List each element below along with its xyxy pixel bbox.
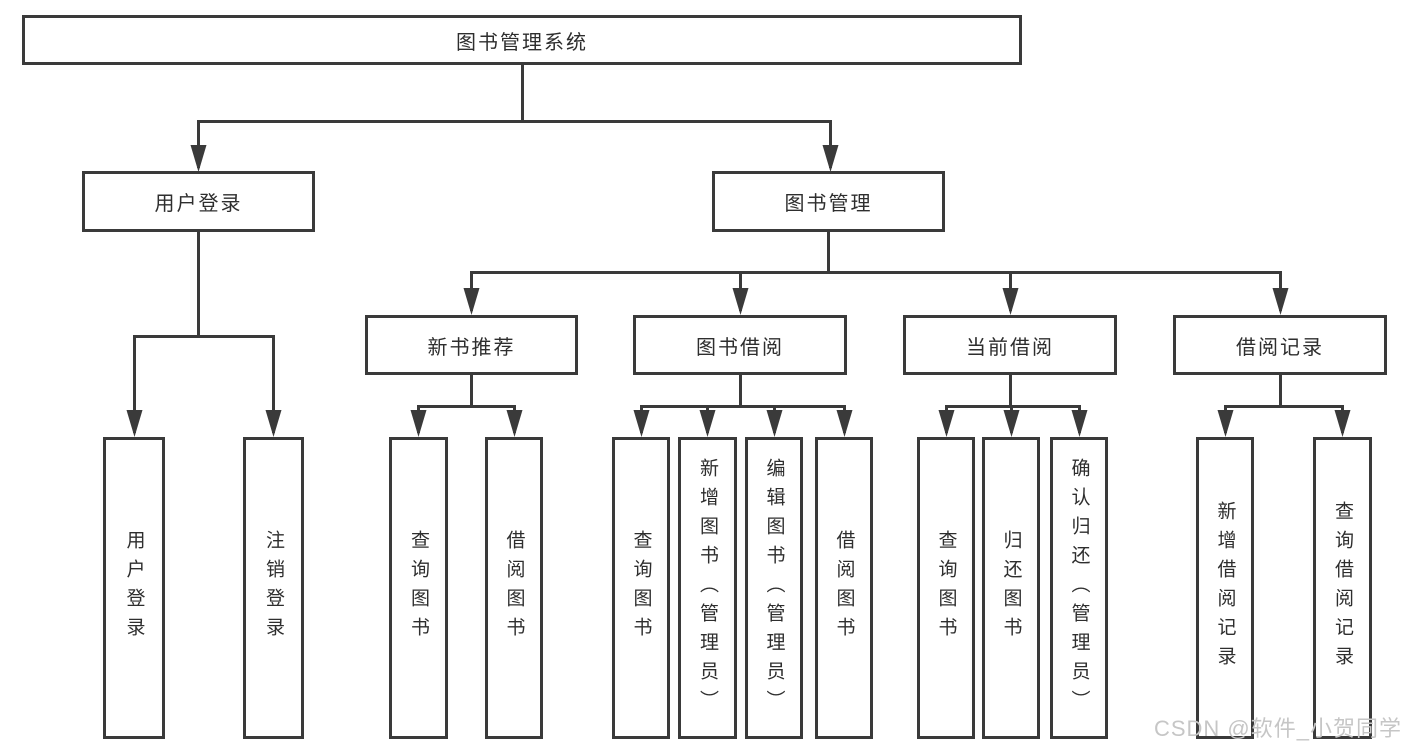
leaf-newbooks-query: 查询图书 [389,437,448,739]
leaf-current-query: 查询图书 [917,437,975,739]
leaf-user-login-label: 用户登录 [123,530,145,646]
leaf-current-confirm-admin: 确认归还（管理员） [1050,437,1108,739]
leaf-borrow-edit-admin-label: 编辑图书（管理员） [763,457,785,719]
leaf-user-login: 用户登录 [103,437,165,739]
leaf-borrow-query: 查询图书 [612,437,670,739]
leaf-records-query: 查询借阅记录 [1313,437,1372,739]
arrowheads [126,145,1351,437]
leaf-newbooks-borrow: 借阅图书 [485,437,543,739]
node-user-login-label: 用户登录 [154,193,243,215]
leaf-borrow-add-admin-label: 新增图书（管理员） [697,457,718,719]
node-book-management-label: 图书管理 [784,193,873,215]
node-borrowing-records-label: 借阅记录 [1236,336,1324,359]
leaf-records-add: 新增借阅记录 [1196,437,1254,739]
leaf-borrow-query-label: 查询图书 [630,530,652,646]
node-current-borrowing-label: 当前借阅 [966,336,1054,359]
node-new-book-recommend: 新书推荐 [365,315,578,375]
connector-stems [133,65,1344,433]
leaf-current-confirm-admin-label: 确认归还（管理员） [1068,457,1090,719]
leaf-newbooks-borrow-label: 借阅图书 [503,530,525,646]
leaf-current-return: 归还图书 [982,437,1040,739]
leaf-borrow-add-admin: 新增图书（管理员） [678,437,737,739]
leaf-records-query-label: 查询借阅记录 [1332,501,1353,675]
leaf-borrow-borrow: 借阅图书 [815,437,873,739]
leaf-logout: 注销登录 [243,437,304,739]
node-book-borrowing: 图书借阅 [633,315,847,375]
node-current-borrowing: 当前借阅 [903,315,1117,375]
node-root: 图书管理系统 [22,15,1022,65]
leaf-current-return-label: 归还图书 [1000,530,1022,646]
node-borrowing-records: 借阅记录 [1173,315,1387,375]
node-user-login: 用户登录 [82,171,315,232]
node-new-book-recommend-label: 新书推荐 [427,336,516,359]
leaf-newbooks-query-label: 查询图书 [408,530,429,646]
watermark: CSDN @软件_小贺同学 [1153,716,1402,741]
node-book-management: 图书管理 [712,171,945,232]
leaf-logout-label: 注销登录 [263,530,284,646]
leaf-borrow-borrow-label: 借阅图书 [833,530,855,646]
node-root-label: 图书管理系统 [456,31,588,54]
leaf-borrow-edit-admin: 编辑图书（管理员） [745,437,803,739]
node-book-borrowing-label: 图书借阅 [696,336,784,359]
leaf-records-add-label: 新增借阅记录 [1214,501,1236,675]
leaf-current-query-label: 查询图书 [935,530,957,646]
